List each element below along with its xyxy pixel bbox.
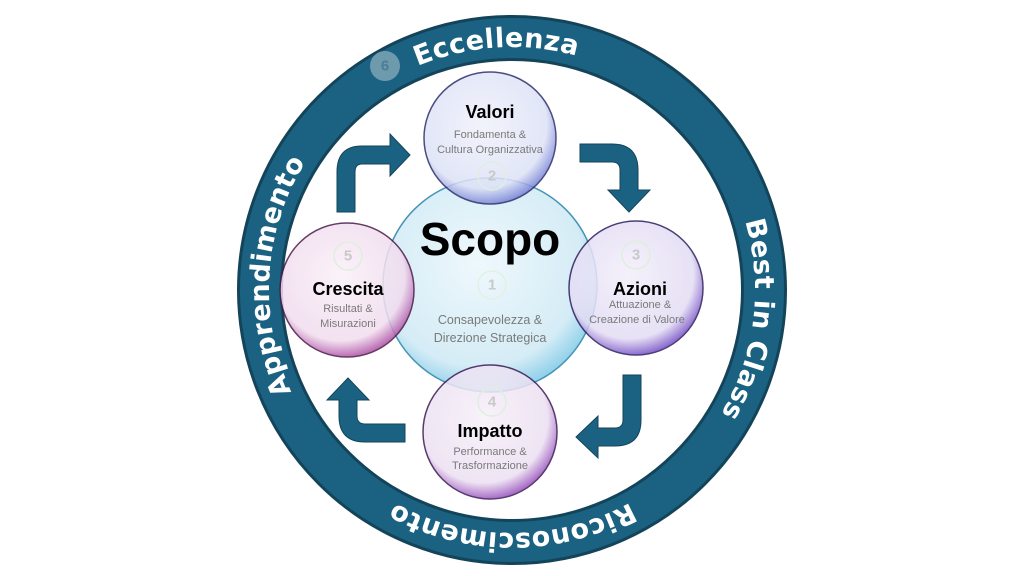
center-title: Scopo (420, 213, 561, 265)
svg-text:3: 3 (632, 247, 640, 264)
node-crescita: 5 Crescita Risultati & Misurazioni (279, 222, 415, 358)
ring-label-right: Best in Class (715, 215, 780, 427)
svg-text:Trasformazione: Trasformazione (452, 460, 528, 472)
svg-text:Creazione di Valore: Creazione di Valore (589, 314, 685, 326)
center-number-badge (477, 270, 507, 300)
svg-text:5: 5 (344, 248, 352, 265)
node-impatto: 4 Impatto Performance & Trasformazione (422, 364, 558, 500)
svg-text:Fondamenta &: Fondamenta & (454, 129, 527, 141)
svg-text:Consapevolezza &: Consapevolezza & (438, 313, 543, 327)
outer-ring-fill (240, 18, 784, 562)
svg-text:Direzione Strategica: Direzione Strategica (434, 331, 547, 345)
center-node-scopo: Scopo 1 Consapevolezza & Direzione Strat… (382, 177, 598, 393)
svg-text:4: 4 (488, 394, 497, 411)
node-azioni: 3 Azioni Attuazione & Creazione di Valor… (568, 220, 704, 356)
svg-text:Misurazioni: Misurazioni (320, 318, 376, 330)
svg-text:6: 6 (381, 58, 389, 75)
svg-text:1: 1 (488, 277, 496, 294)
ring-badge-6: 6 (370, 51, 400, 81)
svg-text:Performance &: Performance & (453, 446, 527, 458)
svg-text:Azioni: Azioni (613, 279, 667, 299)
arrow-valori-to-azioni (579, 143, 652, 213)
svg-text:Crescita: Crescita (312, 279, 384, 299)
svg-text:Cultura Organizzativa: Cultura Organizzativa (437, 144, 544, 156)
arrow-azioni-to-impatto (575, 374, 642, 460)
arrow-impatto-to-crescita (325, 377, 406, 443)
arrow-crescita-to-valori (336, 132, 411, 213)
svg-text:Risultati &: Risultati & (323, 303, 373, 315)
svg-text:Impatto: Impatto (458, 421, 523, 441)
svg-text:2: 2 (488, 168, 496, 185)
node-valori: Valori Fondamenta & Cultura Organizzativ… (423, 71, 557, 205)
svg-text:Attuazione &: Attuazione & (609, 299, 672, 311)
svg-text:Valori: Valori (465, 102, 514, 122)
